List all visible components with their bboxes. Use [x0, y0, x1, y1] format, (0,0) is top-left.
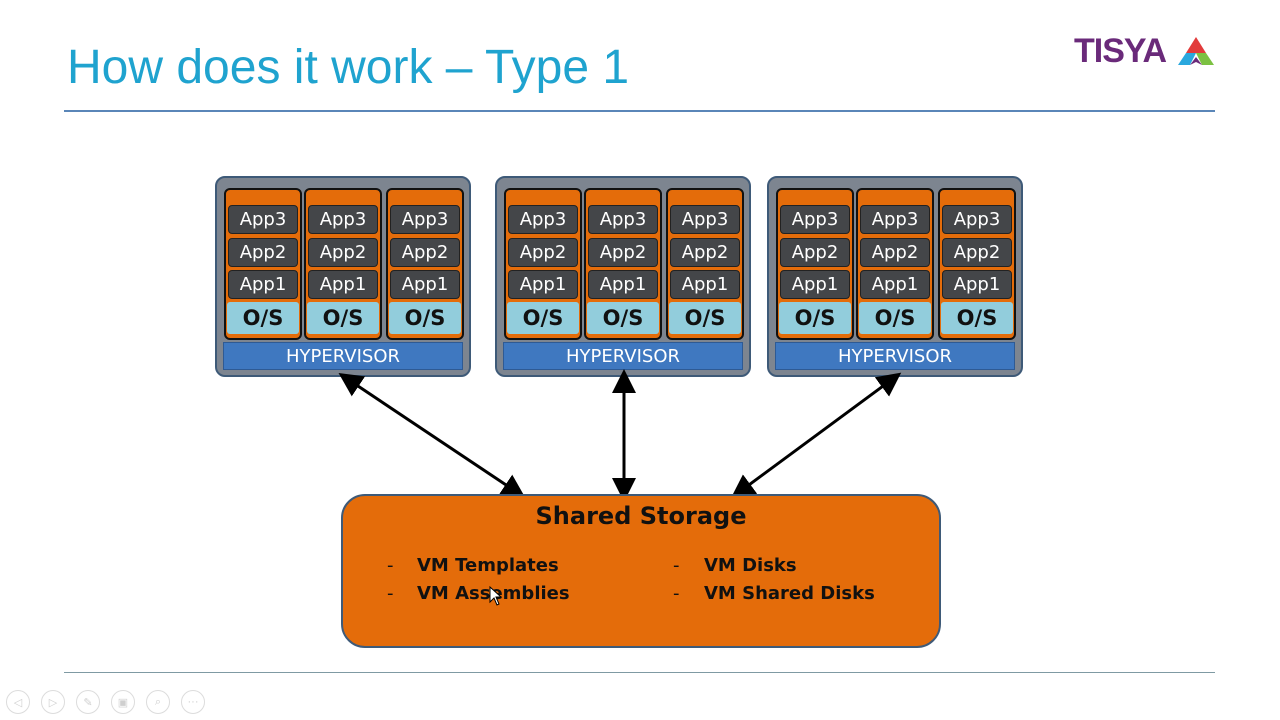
next-slide-icon: ▷ [48, 696, 58, 709]
os-block: O/S [779, 302, 851, 334]
bullet-dash: - [387, 555, 394, 576]
app-block: App2 [390, 238, 460, 267]
app-block: App3 [228, 205, 298, 234]
os-block: O/S [227, 302, 299, 334]
app-block: App2 [588, 238, 658, 267]
storage-title: Shared Storage [535, 502, 747, 530]
zoom-icon: ⌕ [154, 695, 162, 708]
app-block: App1 [670, 270, 740, 299]
app-block: App1 [780, 270, 850, 299]
app-block: App3 [780, 205, 850, 234]
mouse-cursor-icon [489, 586, 503, 606]
app-block: App1 [390, 270, 460, 299]
app-block: App3 [390, 205, 460, 234]
os-block: O/S [669, 302, 741, 334]
more-options-icon: ··· [187, 696, 199, 708]
app-block: App1 [508, 270, 578, 299]
storage-item-vm-disks: VM Disks [704, 555, 797, 576]
more-options-button[interactable]: ··· [181, 690, 205, 714]
app-block: App3 [308, 205, 378, 234]
app-block: App2 [670, 238, 740, 267]
bullet-dash: - [673, 555, 680, 576]
app-block: App1 [588, 270, 658, 299]
app-block: App2 [780, 238, 850, 267]
app-block: App3 [860, 205, 930, 234]
storage-item-vm-templates: VM Templates [417, 555, 559, 576]
next-slide-button[interactable]: ▷ [41, 690, 65, 714]
arrow-host3-storage [730, 372, 902, 499]
logo-mark-icon [1178, 36, 1215, 65]
os-block: O/S [859, 302, 931, 334]
pen-tool-button[interactable]: ✎ [76, 690, 100, 714]
pen-tool-icon: ✎ [83, 696, 93, 709]
shared-storage-box: Shared Storage - VM Templates - VM Assem… [341, 494, 941, 648]
app-block: App2 [308, 238, 378, 267]
os-block: O/S [587, 302, 659, 334]
app-block: App3 [670, 205, 740, 234]
app-block: App2 [228, 238, 298, 267]
logo-text: TISYA [1074, 32, 1167, 70]
app-block: App2 [860, 238, 930, 267]
bullet-dash: - [673, 583, 680, 604]
app-block: App1 [942, 270, 1012, 299]
app-block: App3 [942, 205, 1012, 234]
slides-overview-icon: ▣ [117, 696, 129, 709]
os-block: O/S [307, 302, 379, 334]
arrow-host1-storage [338, 372, 526, 499]
app-block: App2 [942, 238, 1012, 267]
hypervisor-layer: HYPERVISOR [503, 342, 743, 370]
tisya-logo: TISYA [1074, 32, 1216, 71]
storage-item-vm-shared-disks: VM Shared Disks [704, 583, 875, 604]
slide-title: How does it work – Type 1 [67, 41, 630, 94]
app-block: App1 [860, 270, 930, 299]
zoom-button[interactable]: ⌕ [146, 690, 170, 714]
app-block: App3 [588, 205, 658, 234]
previous-slide-icon: ◁ [13, 696, 23, 709]
app-block: App1 [228, 270, 298, 299]
os-block: O/S [507, 302, 579, 334]
hypervisor-layer: HYPERVISOR [223, 342, 463, 370]
app-block: App3 [508, 205, 578, 234]
footer-divider [64, 672, 1215, 673]
os-block: O/S [941, 302, 1013, 334]
os-block: O/S [389, 302, 461, 334]
hypervisor-layer: HYPERVISOR [775, 342, 1015, 370]
slides-overview-button[interactable]: ▣ [111, 690, 135, 714]
app-block: App1 [308, 270, 378, 299]
app-block: App2 [508, 238, 578, 267]
bullet-dash: - [387, 583, 394, 604]
previous-slide-button[interactable]: ◁ [6, 690, 30, 714]
title-divider [64, 110, 1215, 112]
